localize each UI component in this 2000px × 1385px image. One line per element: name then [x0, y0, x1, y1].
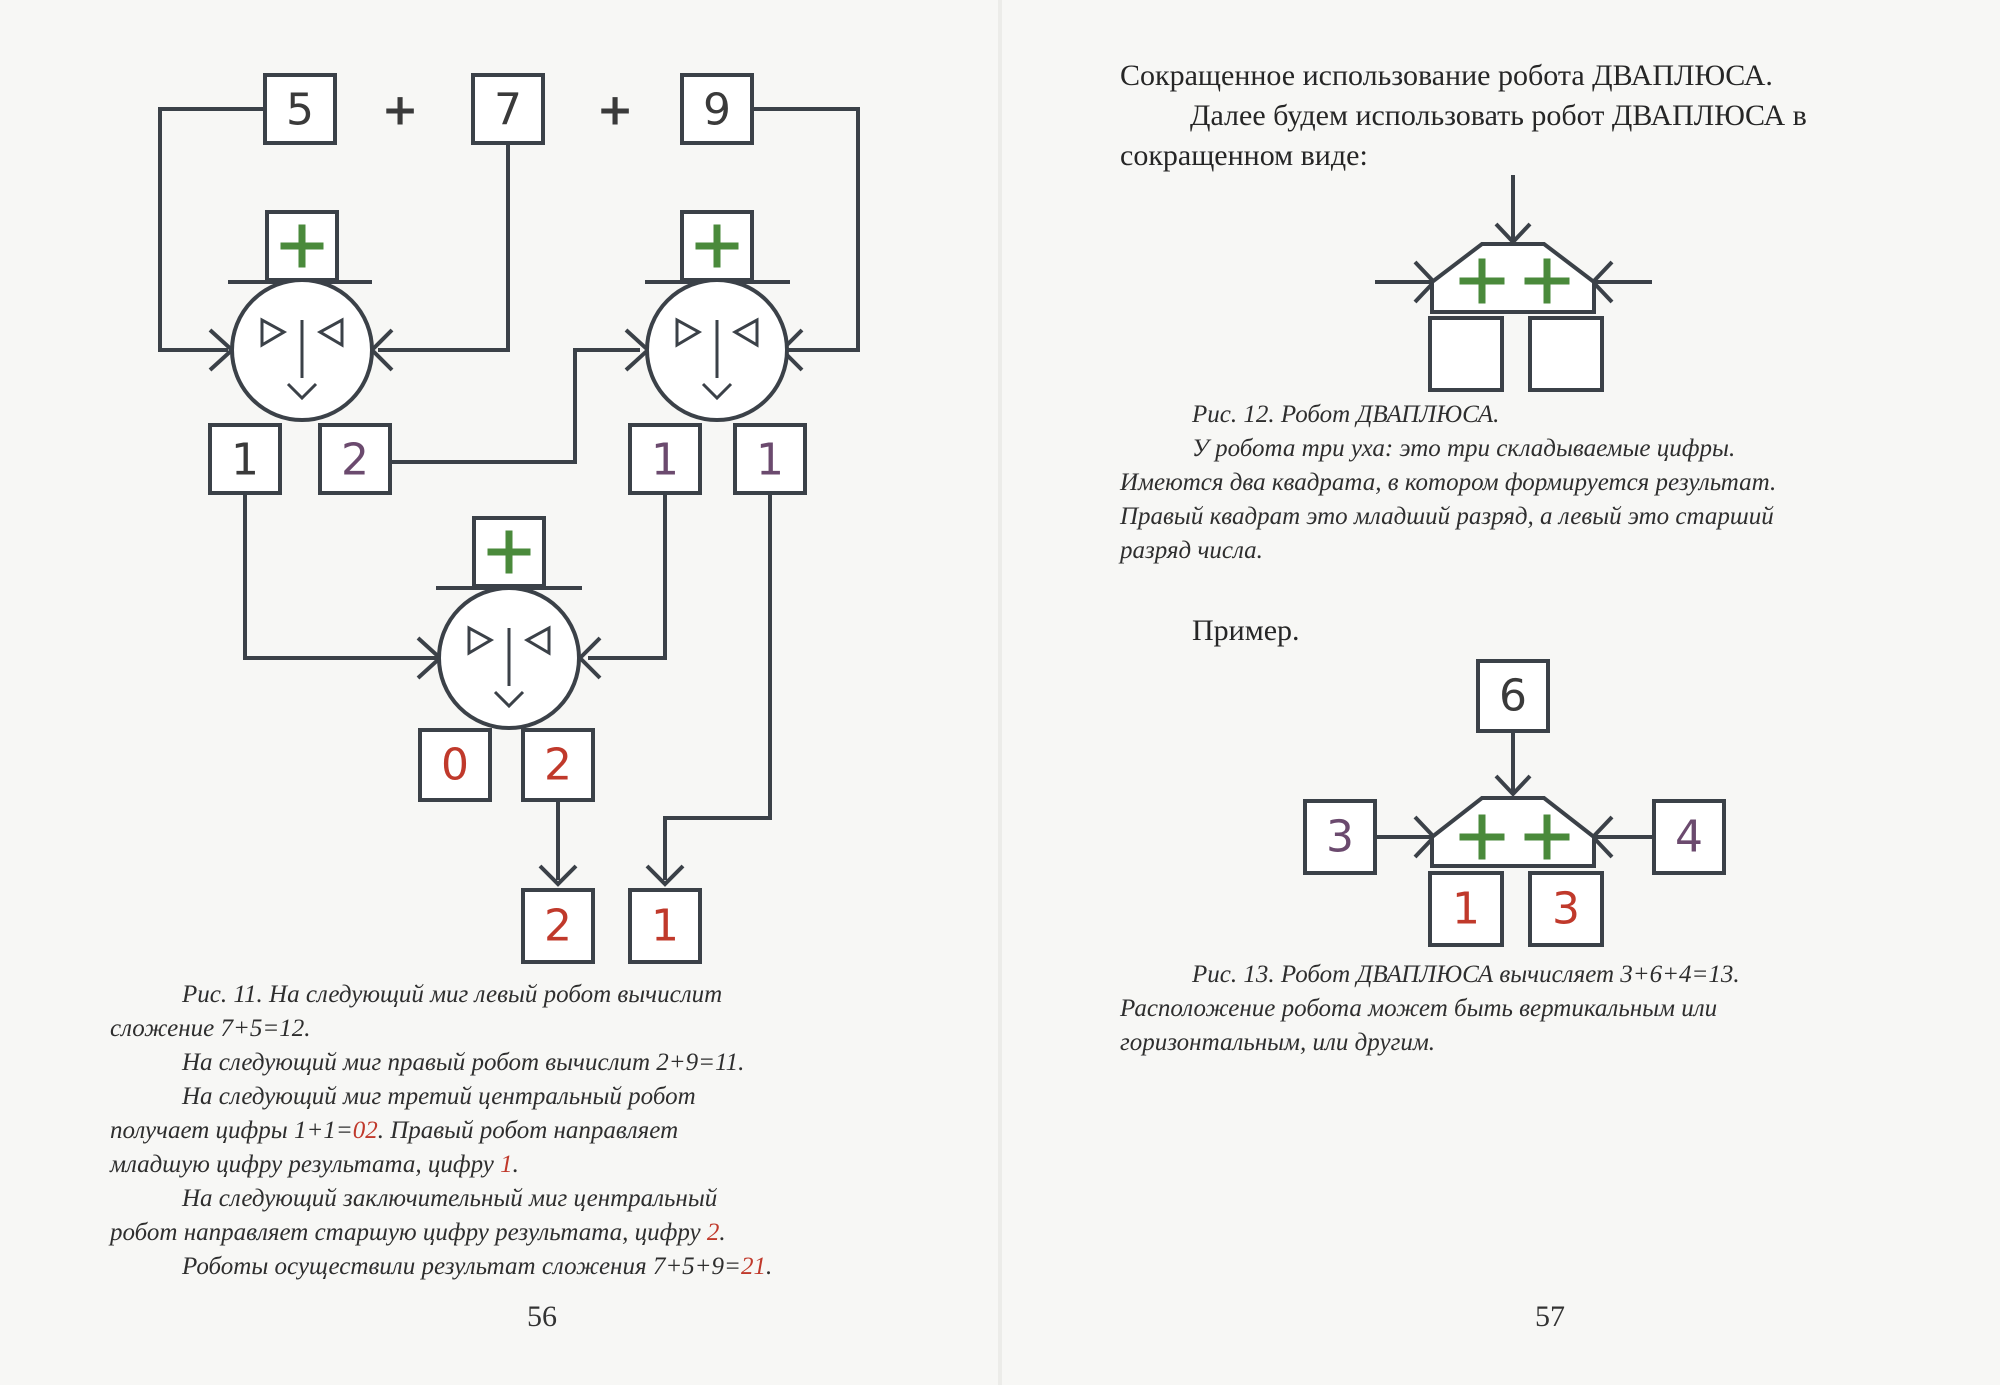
- fig11-caption: Рис. 11. На следующий миг левый робот вы…: [110, 978, 970, 1284]
- caption-line: робот направляет старшую цифру результат…: [110, 1219, 707, 1246]
- right-heading: Сокращенное использование робота ДВАПЛЮС…: [1120, 56, 1980, 176]
- right-robot: [645, 210, 790, 422]
- caption-line: Имеются два квадрата, в котором формируе…: [1120, 469, 1777, 496]
- caption-line: .: [765, 1253, 773, 1280]
- result-digit-2: 2: [544, 901, 572, 952]
- caption-line: .: [719, 1219, 726, 1246]
- top-op-plus-1: +: [382, 85, 419, 136]
- wire-9-to-right-robot: [752, 107, 860, 352]
- left-robot-out-digit-1: 1: [231, 435, 259, 486]
- caption-line: . Правый робот направляет: [377, 1117, 679, 1144]
- wire-7-to-left-robot: [378, 143, 510, 352]
- fig13-caption: Рис. 13. Робот ДВАПЛЮСА вычисляет 3+6+4=…: [1120, 958, 1980, 1060]
- wire-right2-to-result1: [663, 492, 772, 880]
- fig12-diagram: [1375, 175, 1652, 392]
- top-box-5: [263, 73, 337, 145]
- result-digit-1: 1: [651, 901, 679, 952]
- left-robot-out-1: [208, 423, 282, 495]
- caption-line: На следующий миг правый робот вычислит 2…: [182, 1049, 745, 1076]
- output-box-senior: [1428, 871, 1504, 947]
- highlight-02: 02: [352, 1117, 378, 1144]
- caption-line: На следующий миг третий центральный робо…: [182, 1083, 696, 1110]
- caption-line: У робота три уха: это три складываемые ц…: [1192, 435, 1736, 462]
- top-digit-9: 9: [703, 85, 731, 136]
- robot-face: [675, 317, 759, 401]
- result-box-senior: [1428, 316, 1504, 392]
- highlight-2: 2: [706, 1219, 720, 1246]
- highlight-21: 21: [740, 1253, 766, 1280]
- result-box-1: [628, 888, 702, 964]
- top-digit-7: 7: [494, 85, 522, 136]
- fig12-caption: Рис. 12. Робот ДВАПЛЮСА. У робота три ух…: [1120, 398, 1980, 568]
- top-digit-5: 5: [286, 85, 314, 136]
- fig11-diagram: 5 + 7 + 9 1 2 1 1: [158, 73, 860, 964]
- caption-line: .: [512, 1151, 519, 1178]
- right-robot-out-digit-1: 1: [651, 435, 679, 486]
- caption-line: горизонтальным, или другим.: [1120, 1029, 1436, 1056]
- page-number-right: 57: [1535, 1300, 1565, 1333]
- input-box-right: [1652, 799, 1726, 875]
- top-op-plus-2: +: [597, 85, 634, 136]
- input-digit-left: 3: [1326, 812, 1354, 863]
- input-digit-top: 6: [1499, 671, 1527, 722]
- left-robot: [228, 210, 374, 422]
- center-robot-out-digit-1: 0: [441, 740, 469, 791]
- example-label: Пример.: [1192, 614, 1300, 647]
- heading-line-3: сокращенном виде:: [1120, 139, 1368, 172]
- top-box-9: [680, 73, 754, 145]
- caption-line: Рис. 13. Робот ДВАПЛЮСА вычисляет 3+6+4=…: [1192, 961, 1740, 988]
- input-digit-right: 4: [1675, 812, 1703, 863]
- result-box-junior: [1528, 316, 1604, 392]
- wire-5-to-left-robot: [158, 107, 265, 352]
- arrow-into-result-1: [645, 864, 685, 887]
- right-robot-out-2: [733, 423, 807, 495]
- highlight-1: 1: [500, 1151, 513, 1178]
- caption-line: получает цифры 1+1=: [110, 1117, 353, 1144]
- center-robot: [436, 516, 582, 730]
- output-digit-junior: 3: [1552, 884, 1580, 935]
- wire-left1-to-center: [243, 492, 440, 660]
- left-robot-out-2: [318, 423, 392, 495]
- input-box-left: [1303, 799, 1377, 875]
- center-robot-out-2: [521, 728, 595, 802]
- output-box-junior: [1528, 871, 1604, 947]
- caption-line: сложение 7+5=12.: [110, 1015, 311, 1042]
- caption-line: разряд числа.: [1120, 537, 1263, 564]
- center-robot-out-digit-2: 2: [544, 740, 572, 791]
- page-number-left: 56: [527, 1300, 557, 1333]
- wire-right1-to-center: [588, 492, 667, 660]
- wire-2-to-right-robot: [391, 348, 640, 464]
- caption-line: Рис. 11. На следующий миг левый робот вы…: [182, 981, 723, 1008]
- right-robot-out-digit-2: 1: [756, 435, 784, 486]
- caption-line: Рис. 12. Робот ДВАПЛЮСА.: [1192, 401, 1500, 428]
- output-digit-senior: 1: [1452, 884, 1480, 935]
- compact-robot-body: [1430, 242, 1596, 314]
- input-box-top: [1476, 659, 1550, 733]
- heading-line-1: Сокращенное использование робота ДВАПЛЮС…: [1120, 59, 1773, 92]
- book-fold: [998, 0, 1002, 1385]
- result-box-2: [521, 888, 595, 964]
- top-box-7: [471, 73, 545, 145]
- robot-face: [467, 625, 551, 709]
- caption-line: Роботы осуществили результат сложения 7+…: [182, 1253, 741, 1280]
- compact-robot-body: [1430, 796, 1596, 868]
- center-robot-out-1: [418, 728, 492, 802]
- caption-line: На следующий заключительный миг централь…: [182, 1185, 718, 1212]
- robot-face: [260, 317, 344, 401]
- arrow-into-result-2: [538, 864, 578, 887]
- caption-line: Правый квадрат это младший разряд, а лев…: [1120, 503, 1774, 530]
- caption-line: младшую цифру результата, цифру: [110, 1151, 501, 1178]
- heading-line-2: Далее будем использовать робот ДВАПЛЮСА …: [1190, 99, 1807, 132]
- fig13-diagram: 6 3 4 1 3: [1303, 659, 1726, 947]
- caption-line: Расположение робота может быть вертикаль…: [1120, 995, 1718, 1022]
- right-robot-out-1: [628, 423, 702, 495]
- left-robot-out-digit-2: 2: [341, 435, 369, 486]
